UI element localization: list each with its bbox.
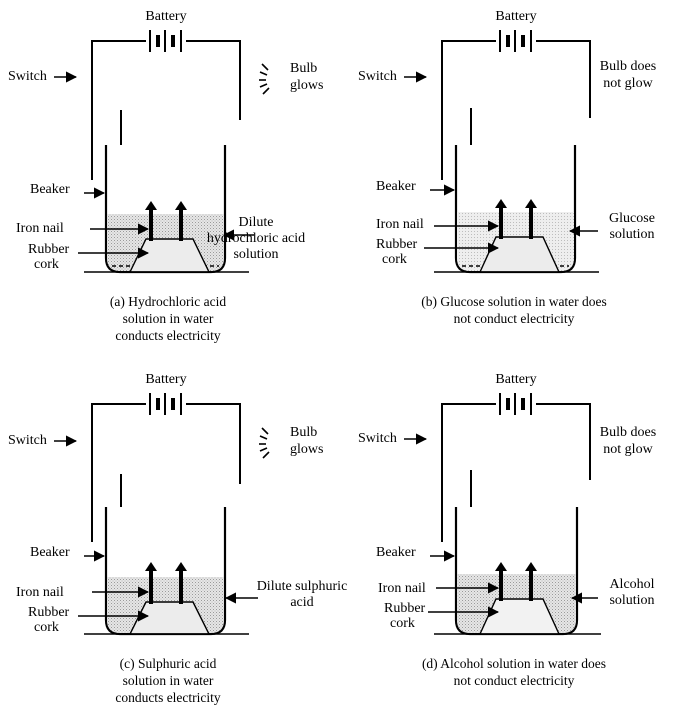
iron-nail-head <box>495 562 507 571</box>
panel-caption: (a) Hydrochloric acid <box>110 294 226 309</box>
bulb-glow-ray <box>259 447 268 452</box>
rubber-cork-label: Rubber <box>28 605 70 620</box>
solution-label: solution <box>233 247 278 262</box>
solution-label: Dilute <box>239 215 274 230</box>
bulb-glow-ray <box>259 83 268 88</box>
rubber-cork-label: cork <box>390 616 415 631</box>
rubber-cork-label: Rubber <box>384 601 426 616</box>
iron-nail-head <box>525 199 537 208</box>
panel-caption: (c) Sulphuric acid <box>120 656 217 671</box>
bulb-glow-ray <box>262 87 270 95</box>
rubber-cork-label: cork <box>34 620 59 635</box>
bulb-label: Bulb <box>290 425 317 440</box>
battery-label: Battery <box>495 9 536 24</box>
bulb-label: glows <box>290 442 323 457</box>
circuit-wire-right <box>186 403 241 484</box>
solution-label: hydrochloric acid <box>207 231 305 246</box>
circuit-wire-right <box>536 40 591 118</box>
beaker-label: Beaker <box>30 545 70 560</box>
iron-nail-head <box>145 562 157 571</box>
iron-nail-head <box>175 201 187 210</box>
panel-caption: solution in water <box>123 673 214 688</box>
bulb-label: Bulb does <box>600 425 656 440</box>
panel-caption: (d) Alcohol solution in water does <box>422 656 606 671</box>
iron-nail-label: Iron nail <box>16 221 64 236</box>
circuit-wire-left <box>91 403 146 504</box>
bulb-glow-ray <box>259 71 268 76</box>
circuit-wire-left <box>441 403 496 500</box>
bulb-label: not glow <box>603 76 653 91</box>
bulb-glow-ray <box>261 427 269 435</box>
panel-caption: conducts electricity <box>115 690 221 705</box>
panel-caption: (b) Glucose solution in water does <box>421 294 607 309</box>
battery-label: Battery <box>145 9 186 24</box>
iron-nail-head <box>145 201 157 210</box>
panel-caption: not conduct electricity <box>454 311 575 326</box>
solution-label: solution <box>609 227 654 242</box>
bulb-label: Bulb <box>290 61 317 76</box>
switch-label: Switch <box>358 431 397 446</box>
rubber-cork-label: Rubber <box>28 242 70 257</box>
solution-label: acid <box>290 595 313 610</box>
beaker-label: Beaker <box>376 179 416 194</box>
rubber-cork-label: Rubber <box>376 237 418 252</box>
battery-label: Battery <box>495 372 536 387</box>
solution-label: Dilute sulphuric <box>257 579 348 594</box>
battery-label: Battery <box>145 372 186 387</box>
iron-nail-head <box>175 562 187 571</box>
panel-caption: solution in water <box>123 311 214 326</box>
iron-nail-head <box>495 199 507 208</box>
iron-nail-head <box>525 562 537 571</box>
bulb-glow-ray <box>262 451 270 459</box>
iron-nail-label: Iron nail <box>376 217 424 232</box>
iron-nail-label: Iron nail <box>16 585 64 600</box>
rubber-cork-label: cork <box>34 257 59 272</box>
beaker-label: Beaker <box>376 545 416 560</box>
solution-label: Alcohol <box>609 577 654 592</box>
beaker-label: Beaker <box>30 182 70 197</box>
bulb-label: glows <box>290 78 323 93</box>
circuit-wire-right <box>536 403 591 480</box>
circuit-wire-right <box>186 40 241 120</box>
bulb-label: not glow <box>603 442 653 457</box>
bulb-glow-ray <box>259 435 268 440</box>
circuit-wire-left <box>441 40 496 138</box>
circuit-wire-left <box>91 40 146 140</box>
solution-label: solution <box>609 593 654 608</box>
solution-label: Glucose <box>609 211 655 226</box>
switch-label: Switch <box>8 433 47 448</box>
bulb-label: Bulb does <box>600 59 656 74</box>
rubber-cork-label: cork <box>382 252 407 267</box>
iron-nail-label: Iron nail <box>378 581 426 596</box>
panel-caption: conducts electricity <box>115 328 221 343</box>
switch-label: Switch <box>358 69 397 84</box>
switch-label: Switch <box>8 69 47 84</box>
panel-caption: not conduct electricity <box>454 673 575 688</box>
bulb-glow-ray <box>261 63 269 71</box>
